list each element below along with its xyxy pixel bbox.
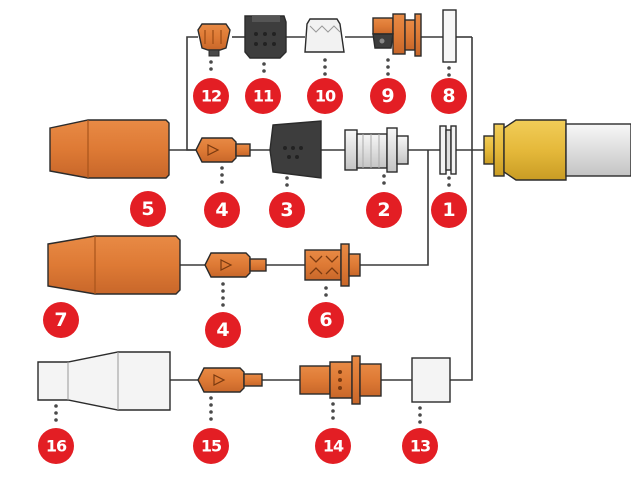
part-16-nozzle-white xyxy=(37,351,171,411)
part-3-shield-black xyxy=(269,120,322,179)
label-10: 10 xyxy=(315,87,336,106)
part-2-retaining-cap xyxy=(344,127,409,173)
badge-13: 13 xyxy=(402,428,438,464)
part-14-tip-holder xyxy=(299,355,382,405)
label-6: 6 xyxy=(319,309,332,331)
badge-2: 2 xyxy=(366,192,402,228)
badge-9: 9 xyxy=(370,78,406,114)
label-11: 11 xyxy=(253,87,274,106)
part-8-ring xyxy=(442,9,457,63)
label-1: 1 xyxy=(442,199,455,221)
badge-8: 8 xyxy=(431,78,467,114)
part-6-gas-adaptor xyxy=(304,243,361,287)
part-9-electrode-holder xyxy=(372,13,422,57)
label-3: 3 xyxy=(280,199,293,221)
torch-hose xyxy=(565,123,631,177)
badge-14: 14 xyxy=(315,428,351,464)
label-15: 15 xyxy=(201,437,222,456)
part-5-nozzle-copper xyxy=(49,119,170,179)
badge-7: 7 xyxy=(43,302,79,338)
label-5: 5 xyxy=(141,198,154,220)
label-9: 9 xyxy=(381,85,394,107)
label-8: 8 xyxy=(442,85,455,107)
label-7: 7 xyxy=(54,309,67,331)
badge-4-row3: 4 xyxy=(205,312,241,348)
part-10-swirl-ring xyxy=(304,18,345,53)
connector-lines xyxy=(169,36,484,381)
label-12: 12 xyxy=(201,87,221,106)
badge-3: 3 xyxy=(269,192,305,228)
label-4-row3: 4 xyxy=(216,319,229,341)
badge-6: 6 xyxy=(308,302,344,338)
dotted-leaders xyxy=(54,58,451,424)
torch-head-brass xyxy=(483,119,567,181)
badge-1: 1 xyxy=(431,192,467,228)
part-13-sleeve-white xyxy=(411,357,451,403)
badge-15: 15 xyxy=(193,428,229,464)
part-4-contact-tip-row3 xyxy=(204,252,267,278)
label-14: 14 xyxy=(323,437,344,456)
label-4-row2: 4 xyxy=(215,199,228,221)
part-4-contact-tip-row2 xyxy=(195,137,251,163)
part-12-gas-diffuser xyxy=(197,23,231,57)
label-16: 16 xyxy=(46,437,67,456)
part-15-contact-tip xyxy=(197,367,263,393)
part-11-insulator-black xyxy=(244,15,287,59)
part-7-nozzle-copper xyxy=(47,235,181,295)
part-1-o-ring xyxy=(439,125,457,175)
badge-11: 11 xyxy=(245,78,281,114)
badge-4-row2: 4 xyxy=(204,192,240,228)
badge-16: 16 xyxy=(38,428,74,464)
badge-10: 10 xyxy=(307,78,343,114)
label-2: 2 xyxy=(377,199,390,221)
badge-5: 5 xyxy=(130,191,166,227)
badge-12: 12 xyxy=(193,78,229,114)
label-13: 13 xyxy=(410,437,430,456)
